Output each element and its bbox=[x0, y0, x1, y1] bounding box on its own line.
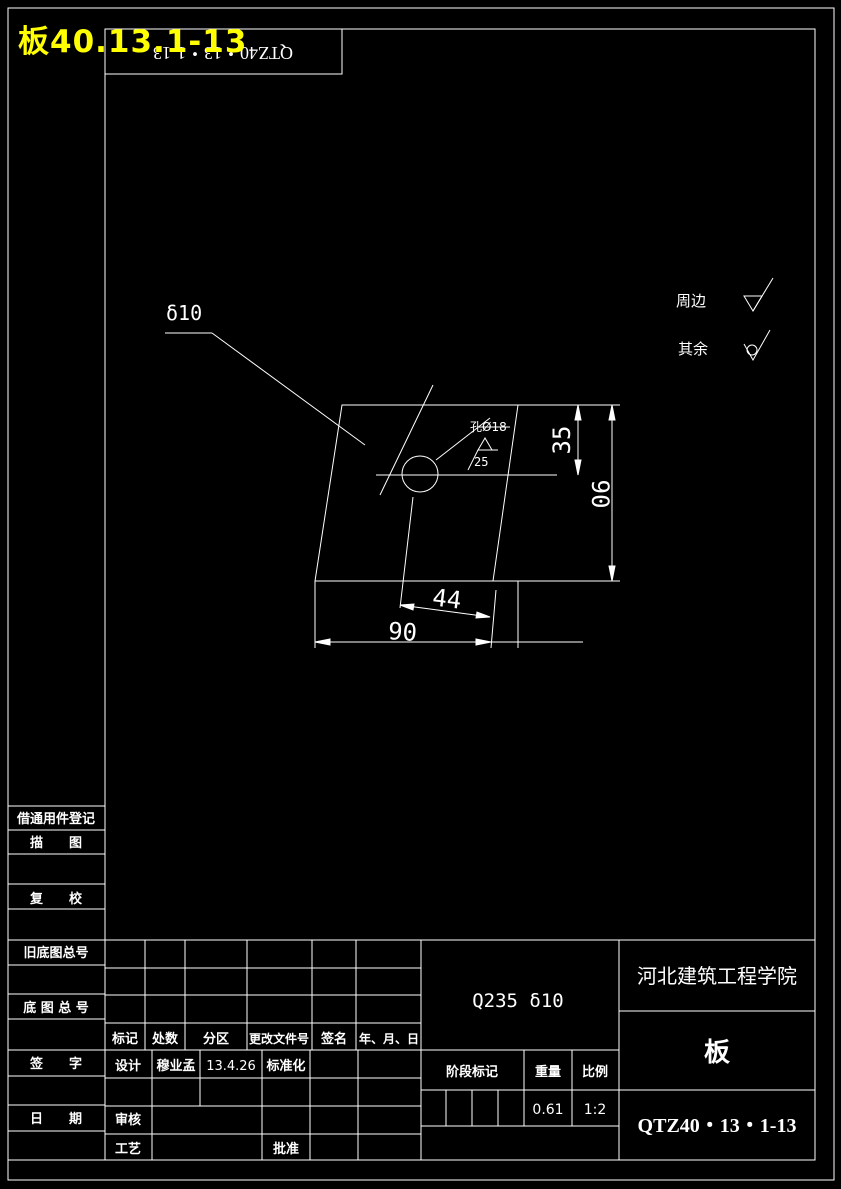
corner-code-box bbox=[104, 28, 343, 75]
centerline-vertical bbox=[379, 384, 434, 496]
left-registry-label: 借通用件登记 bbox=[16, 811, 95, 827]
hole-label: 孔Ø18 bbox=[470, 420, 507, 434]
rev-header-mark: 标记 bbox=[111, 1031, 138, 1047]
roughness-triangle-icon bbox=[477, 437, 493, 451]
review-label: 审核 bbox=[115, 1112, 141, 1128]
overlay-title: 板40.13.1-13 bbox=[18, 24, 248, 60]
school-name: 河北建筑工程学院 bbox=[637, 964, 797, 988]
left-checking-label: 复 校 bbox=[29, 891, 83, 907]
standardization-label: 标准化 bbox=[265, 1058, 305, 1074]
dim-35: 35 bbox=[548, 426, 576, 455]
thickness-leader bbox=[211, 332, 366, 446]
left-signature-label: 签 字 bbox=[29, 1056, 82, 1072]
left-date-label: 日 期 bbox=[30, 1112, 82, 1127]
left-base-number-label: 底 图 总 号 bbox=[23, 1000, 89, 1016]
left-tracing-label: 描 图 bbox=[30, 835, 82, 851]
dim-line-44 bbox=[399, 604, 491, 618]
dim-90-right: 90 bbox=[586, 480, 614, 509]
rev-header-date: 年、月、日 bbox=[359, 1031, 419, 1046]
part-name: 板 bbox=[704, 1038, 730, 1068]
scale-value: 1:2 bbox=[584, 1102, 607, 1118]
design-date: 13.4.26 bbox=[206, 1059, 256, 1074]
roughness-value: 25 bbox=[474, 455, 488, 469]
finish-circle-icon bbox=[743, 329, 771, 362]
stage-mark-label: 阶段标记 bbox=[446, 1064, 498, 1080]
sheet-outer-border bbox=[7, 7, 835, 1181]
material-text: Q235 δ10 bbox=[472, 990, 564, 1012]
drawing-number: QTZ40・13・1-13 bbox=[638, 1115, 797, 1137]
design-label: 设计 bbox=[115, 1058, 141, 1074]
weight-value: 0.61 bbox=[532, 1102, 563, 1118]
corner-code-text: QTZ40・13・1-13 bbox=[153, 43, 293, 63]
rev-header-change-doc: 更改文件号 bbox=[249, 1031, 309, 1046]
rev-header-count: 处数 bbox=[151, 1031, 179, 1047]
finish-triangle-icon bbox=[743, 277, 774, 312]
weight-label: 重量 bbox=[535, 1064, 561, 1080]
legend-label-perimeter: 周边 bbox=[676, 292, 706, 310]
rev-header-zone: 分区 bbox=[203, 1031, 229, 1047]
dim-90-bottom: 90 bbox=[387, 617, 418, 647]
legend-label-rest: 其余 bbox=[678, 340, 708, 358]
dim-44: 44 bbox=[431, 583, 463, 614]
scale-label: 比例 bbox=[582, 1064, 608, 1080]
hole-circle bbox=[401, 455, 439, 493]
rev-header-signature: 签名 bbox=[320, 1031, 347, 1047]
thickness-label: δ10 bbox=[166, 301, 202, 325]
process-label: 工艺 bbox=[115, 1141, 141, 1157]
left-old-number-label: 旧底图总号 bbox=[23, 945, 88, 961]
approve-label: 批准 bbox=[273, 1141, 299, 1157]
designer-name: 穆业孟 bbox=[156, 1058, 195, 1074]
sheet-inner-border bbox=[104, 28, 816, 1161]
